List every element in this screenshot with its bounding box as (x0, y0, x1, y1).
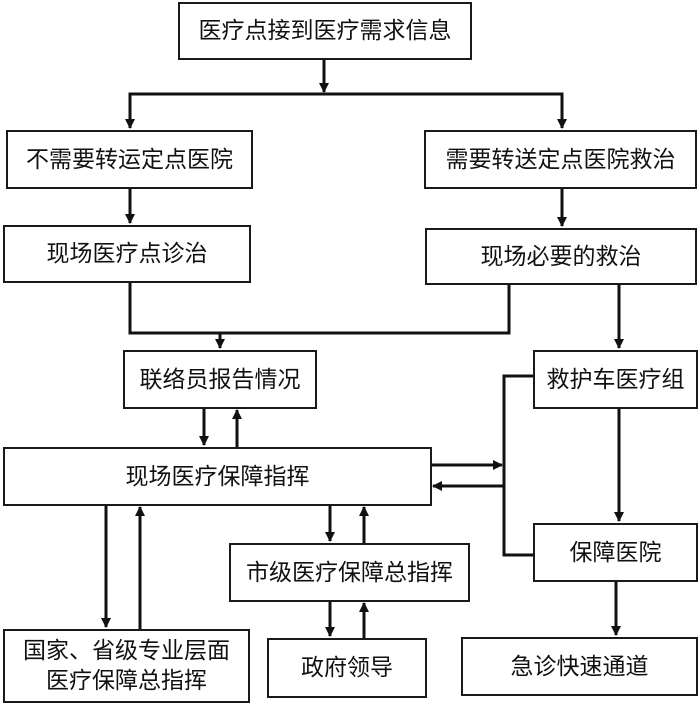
node-receive-info: 医疗点接到医疗需求信息 (178, 2, 472, 60)
node-support-hospital: 保障医院 (533, 523, 698, 582)
merge-line (128, 282, 511, 335)
node-liaison-report: 联络员报告情况 (123, 350, 317, 409)
node-onsite-clinic: 现场医疗点诊治 (3, 225, 251, 283)
node-city-command: 市级医疗保障总指挥 (229, 543, 470, 602)
node-national-command: 国家、省级专业层面 医疗保障总指挥 (3, 629, 250, 703)
node-government-leaders: 政府领导 (267, 638, 427, 698)
node-onsite-command: 现场医疗保障指挥 (3, 447, 432, 506)
node-onsite-rescue: 现场必要的救治 (425, 228, 697, 285)
node-no-transfer: 不需要转运定点医院 (6, 130, 253, 189)
side-bus (502, 374, 533, 557)
split-line (128, 92, 564, 110)
node-ambulance-team: 救护车医疗组 (533, 350, 698, 409)
node-emergency-channel: 急诊快速通道 (461, 637, 698, 696)
node-need-transfer: 需要转送定点医院救治 (424, 130, 697, 189)
